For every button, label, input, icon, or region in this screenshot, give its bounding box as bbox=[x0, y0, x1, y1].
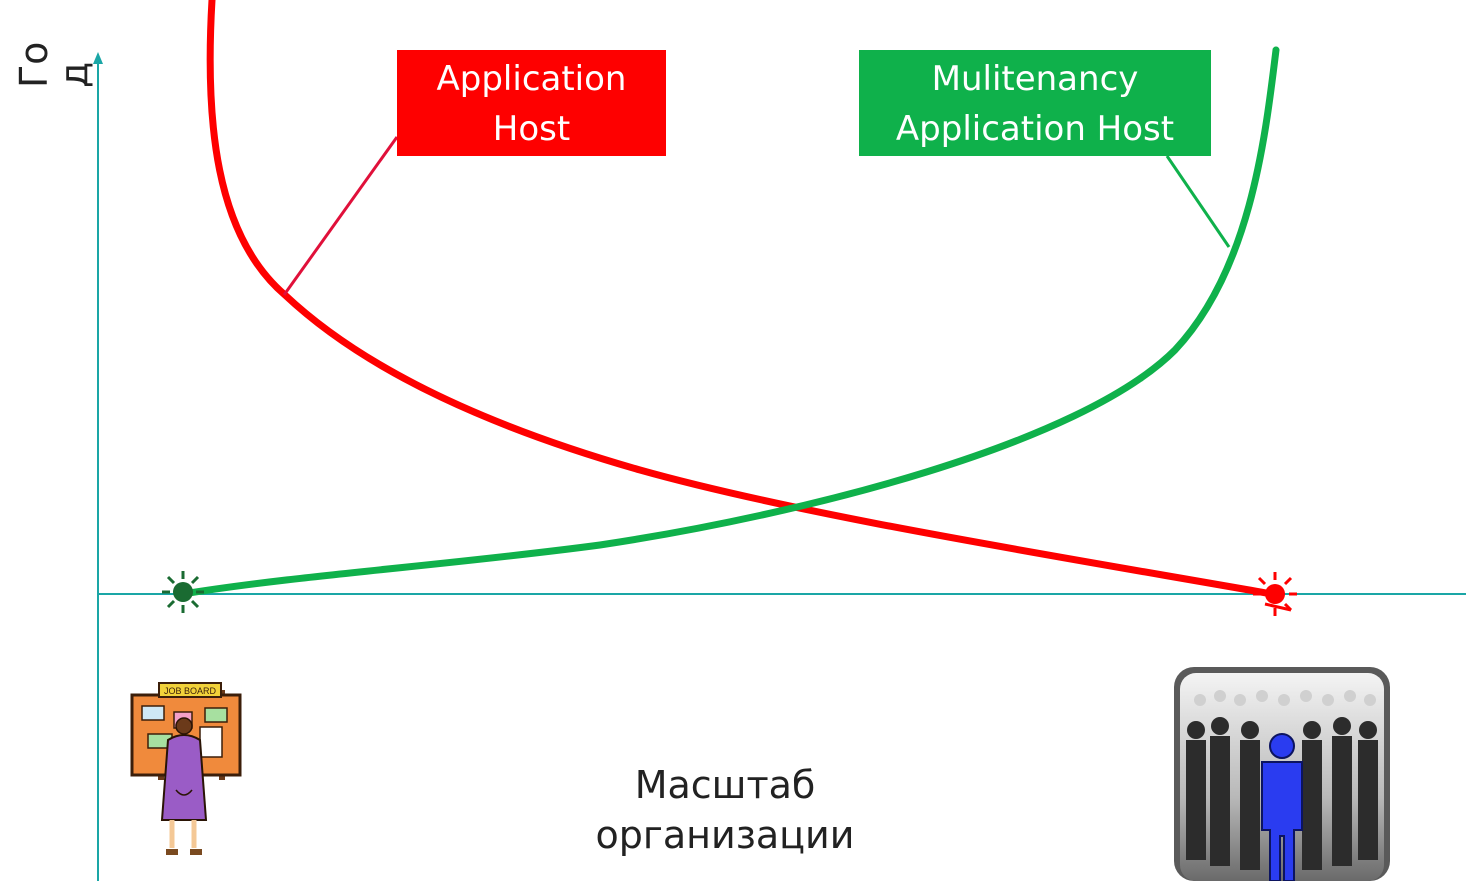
multitenancy-host-curve bbox=[179, 46, 1280, 598]
green-start-marker bbox=[162, 571, 204, 613]
application-host-label-line2: Host bbox=[492, 109, 571, 149]
multitenancy-host-label-line2: Application Host bbox=[895, 109, 1175, 149]
x-axis-label-line2: организации bbox=[595, 813, 855, 857]
x-axis-label: Масштаб организации bbox=[560, 760, 890, 860]
y-axis-label-line1: Го bbox=[12, 41, 56, 88]
application-host-curve bbox=[206, 0, 1276, 598]
multitenancy-host-label-line1: Mulitenancy bbox=[931, 59, 1139, 99]
x-axis-label-line1: Масштаб bbox=[634, 763, 816, 807]
application-host-label-line1: Application bbox=[436, 59, 627, 99]
crowd-illustration bbox=[1174, 667, 1390, 881]
multitenancy-host-callout: Mulitenancy Application Host bbox=[859, 50, 1211, 156]
application-host-connector bbox=[282, 136, 399, 296]
application-host-callout: Application Host bbox=[397, 50, 666, 156]
y-axis-label: Го д bbox=[12, 0, 96, 88]
y-axis-arrowhead bbox=[93, 52, 103, 64]
job-board-person-illustration: JOB BOARD bbox=[130, 682, 242, 855]
red-end-marker bbox=[1253, 572, 1297, 616]
y-axis-label-line2: д bbox=[52, 61, 96, 88]
highlighted-person-icon bbox=[1261, 733, 1303, 881]
multitenancy-host-connector bbox=[1165, 155, 1231, 248]
job-board-sign-text: JOB BOARD bbox=[164, 686, 217, 696]
